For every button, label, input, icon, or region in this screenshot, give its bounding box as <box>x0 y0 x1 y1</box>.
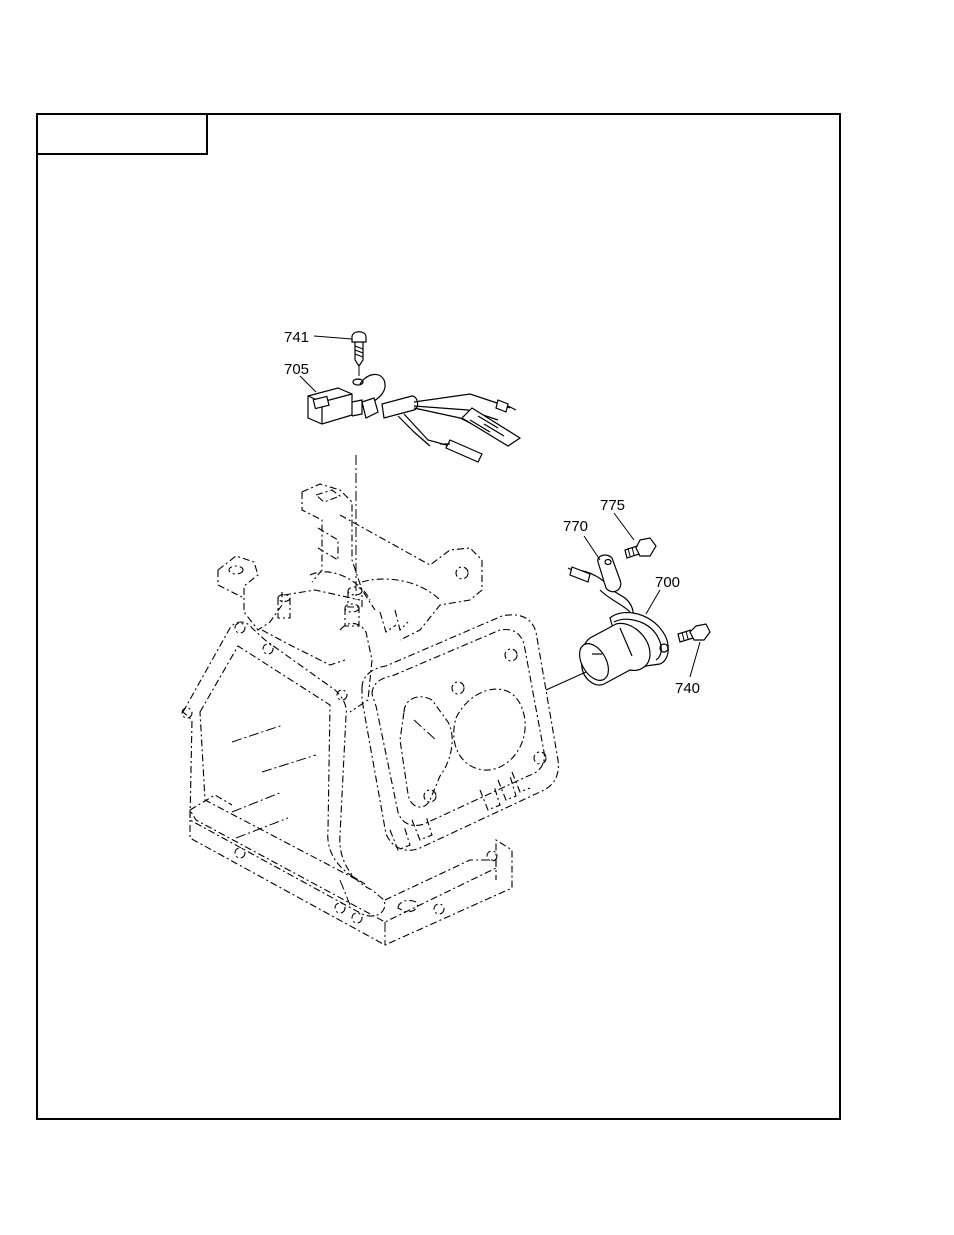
leader-700 <box>646 590 660 614</box>
bolt-775 <box>625 538 656 558</box>
leader-741 <box>314 336 352 339</box>
solenoid-axis-line <box>546 672 586 690</box>
leader-705 <box>300 376 316 392</box>
callout-705: 705 <box>284 361 309 378</box>
callout-700: 700 <box>655 574 680 591</box>
screw-741 <box>352 332 366 366</box>
ignition-module-705 <box>308 374 520 462</box>
leader-775 <box>614 513 634 540</box>
engine-block <box>182 484 558 945</box>
callout-775: 775 <box>600 497 625 514</box>
leader-740 <box>690 642 700 677</box>
bolt-740 <box>678 624 710 642</box>
clamp-770 <box>568 555 633 620</box>
leader-770 <box>584 536 600 560</box>
callout-770: 770 <box>563 518 588 535</box>
callout-741: 741 <box>284 329 309 346</box>
solenoid-700 <box>574 613 669 686</box>
callout-740: 740 <box>675 680 700 697</box>
